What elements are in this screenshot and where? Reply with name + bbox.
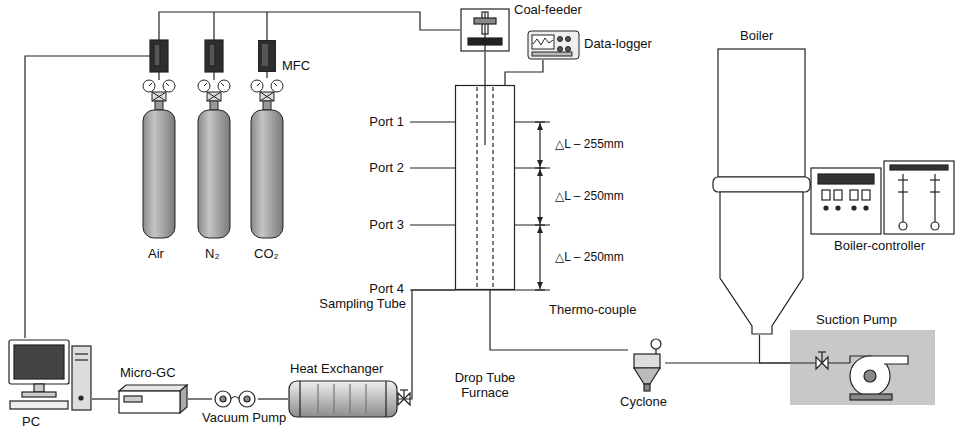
gas-cylinder-outline	[140, 78, 178, 240]
boiler: Boiler	[712, 48, 811, 335]
part-label: Sampling Tube	[318, 296, 407, 311]
data-logger-outline	[527, 30, 580, 60]
node-label: Boiler-controller	[834, 238, 925, 253]
node-label: Drop Tube Furnace	[447, 370, 523, 400]
pipe-connector	[490, 290, 628, 350]
micro-gc: Micro-GC	[118, 384, 188, 414]
mass-flow-controller: MFC	[258, 40, 276, 72]
node-label: Cyclone	[620, 394, 667, 409]
pipe-connector	[760, 335, 791, 363]
drop-tube-furnace-outline	[455, 85, 515, 290]
drop-tube-furnace: Drop Tube Furnace	[455, 85, 515, 290]
node-label: MFC	[282, 58, 310, 73]
port-label: Port 4	[368, 281, 405, 296]
dimension-label: △L – 250mm	[554, 189, 625, 204]
pipe-connector	[92, 398, 118, 399]
vacuum-pump-outline	[212, 390, 258, 408]
node-label: Air	[148, 246, 164, 261]
pipe-connector	[258, 398, 288, 399]
gas-cylinder: CO₂	[248, 78, 286, 240]
node-label: CO₂	[254, 246, 279, 261]
node-label: N₂	[205, 246, 219, 261]
part-label: Thermo-couple	[548, 302, 637, 317]
pipe-connector	[505, 60, 543, 85]
suction-pump-outline	[790, 330, 935, 405]
boiler-controller-outline	[810, 160, 955, 235]
micro-gc-outline	[118, 384, 188, 414]
gas-cylinder: N₂	[195, 78, 233, 240]
gas-cylinder-outline	[248, 78, 286, 240]
pipe-connector	[484, 52, 485, 85]
coal-feeder: Coal-feeder	[460, 8, 510, 52]
suction-pump: Suction Pump	[790, 330, 935, 405]
node-label: Vacuum Pump	[202, 410, 286, 425]
node-label: Micro-GC	[120, 365, 176, 380]
pipe-connector	[188, 398, 212, 399]
pipe-connector	[267, 12, 460, 40]
port-label: Port 3	[368, 217, 405, 232]
node-label: Coal-feeder	[514, 2, 582, 17]
heat-exchanger: Heat Exchanger	[288, 380, 398, 418]
gas-cylinder-outline	[195, 78, 233, 240]
coal-feeder-outline	[460, 8, 510, 52]
heat-exchanger-outline	[288, 380, 398, 418]
gas-cylinder: Air	[140, 78, 178, 240]
vacuum-pump: Vacuum Pump	[212, 390, 258, 408]
port-label: Port 2	[368, 160, 405, 175]
node-label: Heat Exchanger	[290, 361, 383, 376]
node-label: Boiler	[740, 28, 773, 43]
computer: PC	[8, 338, 92, 412]
port-label: Port 1	[368, 114, 405, 129]
cyclone: Cyclone	[628, 338, 665, 392]
pipe-connector	[266, 72, 267, 78]
node-label: PC	[22, 414, 40, 429]
node-label: Suction Pump	[816, 312, 897, 327]
dimension-label: △L – 250mm	[554, 250, 625, 265]
boiler-controller: Boiler-controller	[810, 160, 955, 235]
data-logger: Data-logger	[527, 30, 580, 60]
node-label: Data-logger	[584, 36, 652, 51]
computer-outline	[8, 338, 92, 412]
dimension-label: △L – 255mm	[554, 137, 625, 152]
cyclone-outline	[628, 338, 665, 392]
mass-flow-controller-outline	[258, 40, 276, 72]
boiler-outline	[712, 48, 811, 335]
